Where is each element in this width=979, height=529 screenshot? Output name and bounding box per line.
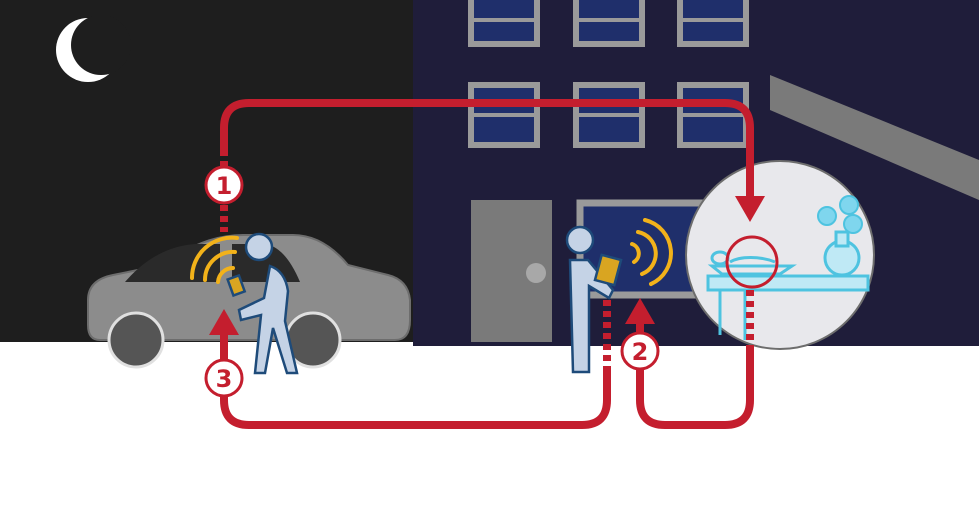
step-number: 3	[216, 365, 233, 393]
house-signal-waves-icon	[630, 218, 673, 286]
roof	[770, 75, 979, 200]
vase-icon	[817, 195, 863, 277]
moon-icon	[56, 15, 131, 82]
step-number: 2	[632, 338, 649, 366]
relay-paths	[220, 99, 754, 429]
arrow-up-icon	[209, 309, 239, 335]
step-badge-3: 3	[204, 358, 244, 398]
thief-at-car	[226, 232, 299, 375]
step-badge-1: 1	[204, 165, 244, 205]
car-wheel	[107, 311, 165, 369]
path-step-2	[636, 320, 754, 429]
relay-device-icon	[226, 273, 247, 298]
door-knob	[526, 263, 546, 283]
car-signal-waves-icon	[189, 235, 239, 284]
relay-device-icon	[593, 253, 623, 287]
arrow-down-icon	[735, 196, 765, 222]
step-number: 1	[216, 172, 233, 200]
arrow-up-icon	[625, 298, 655, 324]
interior-magnifier	[685, 160, 875, 350]
step-badge-2: 2	[620, 331, 660, 371]
flowers-icon	[817, 195, 863, 234]
path-step-1	[220, 99, 754, 200]
key-location-highlight	[725, 235, 779, 289]
car	[87, 234, 411, 369]
path-step-3	[220, 330, 611, 429]
ground	[0, 342, 979, 529]
thief-at-house	[565, 225, 623, 374]
